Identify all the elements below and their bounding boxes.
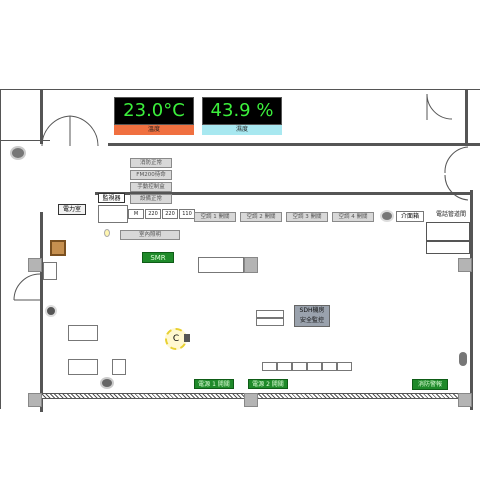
cabinet-label: 介面箱 xyxy=(396,211,424,222)
ac-3-switch[interactable]: 空調 3 開關 xyxy=(286,212,328,222)
power-2-switch[interactable]: 電源 2 開關 xyxy=(248,379,288,389)
status-manual[interactable]: 手動控制盒 xyxy=(130,182,172,192)
cabinet-row xyxy=(262,362,277,371)
desk xyxy=(68,359,98,375)
desk xyxy=(68,325,98,341)
camera-icon[interactable] xyxy=(10,146,26,160)
wall-right-top xyxy=(465,89,468,144)
status-fire[interactable]: 消防正常 xyxy=(130,158,172,168)
sdh-rack xyxy=(256,310,284,318)
power-room-label: 電力室 xyxy=(58,204,86,215)
extinguisher-icon xyxy=(50,240,66,256)
door-arc-icon xyxy=(444,146,469,201)
camera-icon[interactable] xyxy=(459,352,467,366)
bulb-icon xyxy=(104,229,110,237)
mini-cell: 110 xyxy=(179,209,195,219)
cable-duct-box xyxy=(426,222,470,254)
temperature-label: 溫度 xyxy=(114,125,194,135)
door-arc-icon xyxy=(426,93,453,120)
ac-1-switch[interactable]: 空調 1 開關 xyxy=(194,212,236,222)
monitor-room-label: 監視器 xyxy=(98,193,125,203)
wall-left xyxy=(0,89,1,409)
camera-icon[interactable] xyxy=(100,377,114,389)
camera-body xyxy=(184,334,190,342)
mini-cell: M xyxy=(128,209,144,219)
wall-door-top xyxy=(95,192,470,195)
door-arc-icon xyxy=(41,115,99,147)
cabinet-row xyxy=(277,362,292,371)
rack xyxy=(198,257,244,273)
wall-top xyxy=(0,89,480,90)
cabinet-row xyxy=(292,362,307,371)
cabinet-row xyxy=(337,362,352,371)
status-equipment[interactable]: 設備正常 xyxy=(130,194,172,204)
wall-door-l xyxy=(40,212,43,412)
pillar xyxy=(458,258,472,272)
camera-icon[interactable] xyxy=(45,305,57,317)
cabinet-row xyxy=(307,362,322,371)
pillar xyxy=(458,393,472,407)
cabinet-row xyxy=(322,362,337,371)
indoor-light-switch[interactable]: 室內照明 xyxy=(120,230,180,240)
wall-duct xyxy=(426,240,470,242)
humidity-label: 濕度 xyxy=(202,125,282,135)
humidity-display: 43.9 % xyxy=(202,97,282,125)
desk xyxy=(112,359,126,375)
status-fm200[interactable]: FM200待命 xyxy=(130,170,172,180)
fire-alarm-button[interactable]: 消防警報 xyxy=(412,379,448,390)
pillar xyxy=(244,257,258,273)
camera-icon[interactable] xyxy=(380,210,394,222)
wall-top-2 xyxy=(0,140,50,141)
sdh-room-label: SDH機房 安全監控 xyxy=(294,305,330,327)
wall-corridor xyxy=(108,143,480,146)
ac-4-switch[interactable]: 空調 4 開關 xyxy=(332,212,374,222)
wall-inner-left xyxy=(40,89,43,144)
pillar xyxy=(244,393,258,407)
door-arc-icon xyxy=(13,273,41,301)
smr-button[interactable]: SMR xyxy=(142,252,174,263)
mini-cell: 220 xyxy=(145,209,161,219)
cable-duct-label: 電話管道間 xyxy=(435,211,466,218)
sdh-rack xyxy=(256,318,284,326)
monitor-desk xyxy=(98,205,128,223)
pillar xyxy=(28,393,42,407)
wall-right xyxy=(470,190,473,410)
pillar xyxy=(28,258,42,272)
equipment-rack xyxy=(43,262,57,280)
mini-cell: 220 xyxy=(162,209,178,219)
ac-2-switch[interactable]: 空調 2 開關 xyxy=(240,212,282,222)
temperature-display: 23.0°C xyxy=(114,97,194,125)
power-1-switch[interactable]: 電源 1 開關 xyxy=(194,379,234,389)
